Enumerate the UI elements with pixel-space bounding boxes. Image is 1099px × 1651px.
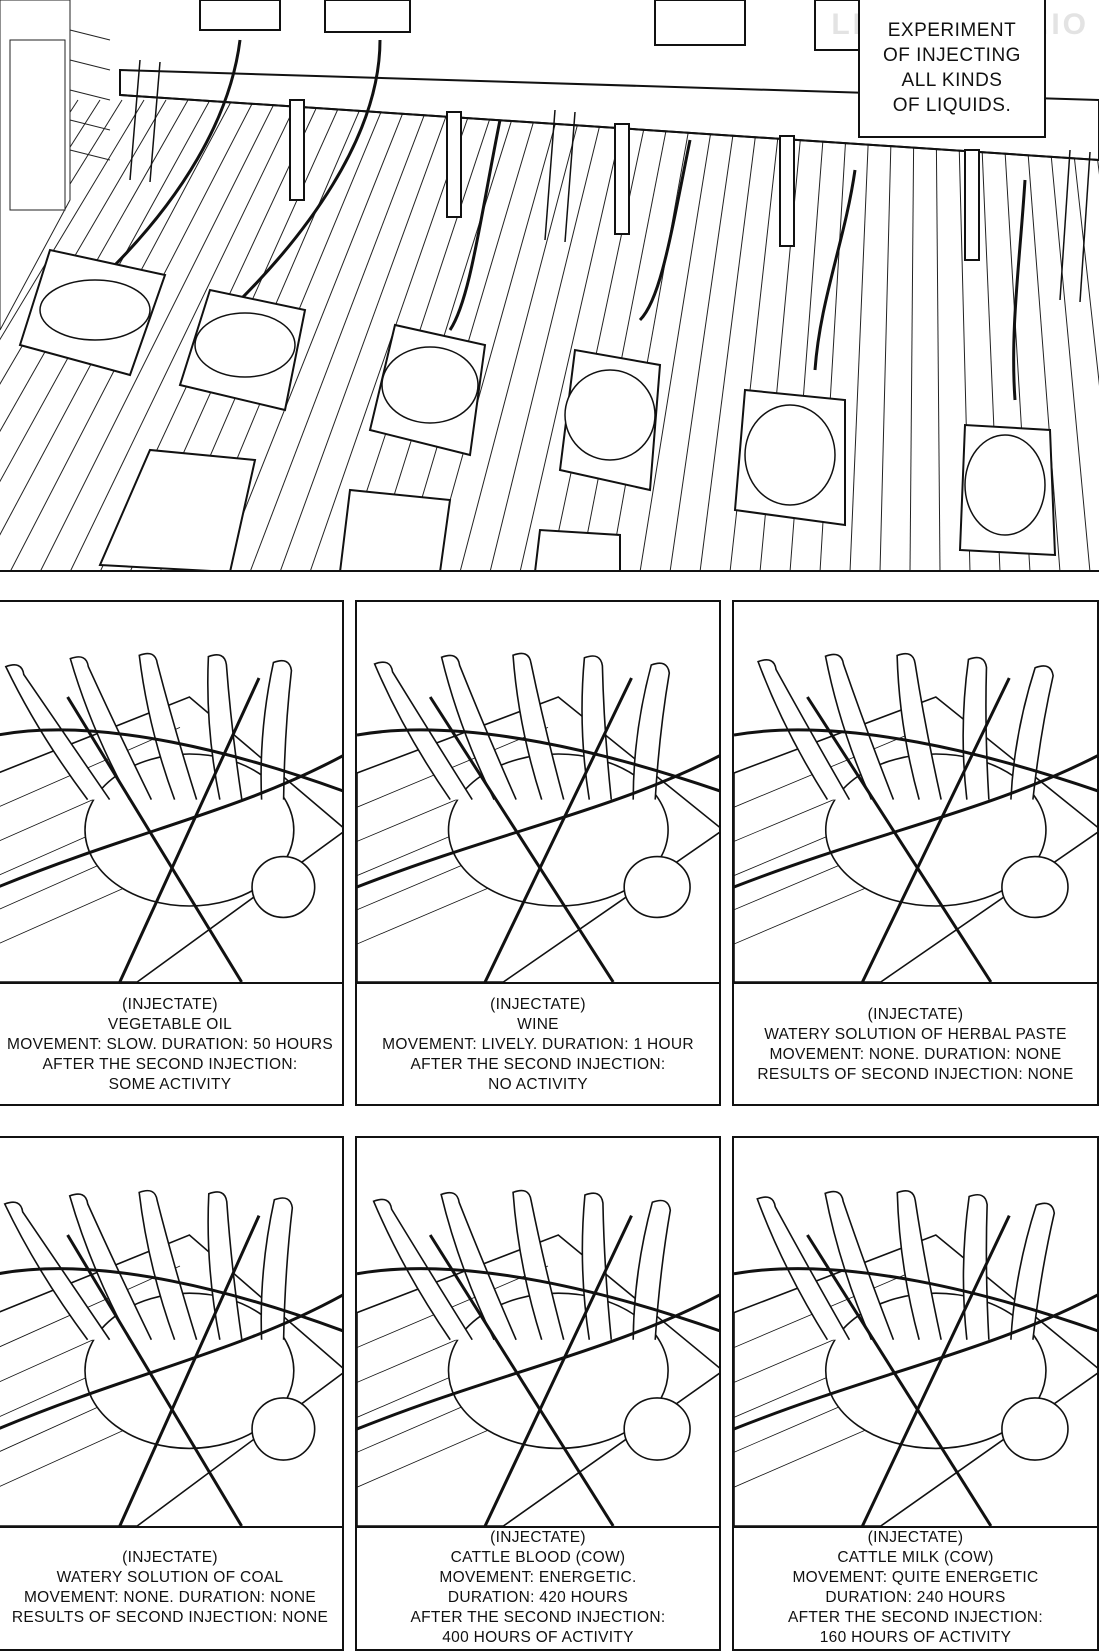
caption-line: (INJECTATE) [490,996,586,1013]
caption-line: DURATION: 240 HOURS [825,1589,1006,1606]
caption-line: EXPERIMENT [887,20,1017,41]
caption-line: CATTLE BLOOD (COW) [450,1549,626,1566]
caption-line: 400 HOURS OF ACTIVITY [442,1629,634,1646]
hand-panel-wine: (INJECTATE) WINE MOVEMENT: LIVELY. DURAT… [355,600,721,1106]
injectate-caption: (INJECTATE) WATERY SOLUTION OF HERBAL PA… [734,984,1097,1104]
caption-line: CATTLE MILK (COW) [837,1549,994,1566]
caption-line: WATERY SOLUTION OF COAL [56,1569,284,1586]
caption-line: MOVEMENT: ENERGETIC. [439,1569,637,1586]
caption-line: MOVEMENT: NONE. DURATION: NONE [769,1046,1062,1063]
caption-line: MOVEMENT: QUITE ENERGETIC [792,1569,1039,1586]
hand-panel-cattle-milk: (INJECTATE) CATTLE MILK (COW) MOVEMENT: … [732,1136,1099,1651]
hand-panel-coal: (INJECTATE) WATERY SOLUTION OF COAL MOVE… [0,1136,344,1651]
panel-divider [357,982,719,984]
injectate-caption: (INJECTATE) CATTLE MILK (COW) MOVEMENT: … [734,1528,1097,1648]
injectate-caption: (INJECTATE) CATTLE BLOOD (COW) MOVEMENT:… [357,1528,719,1648]
caption-line: AFTER THE SECOND INJECTION: [410,1609,666,1626]
caption-line: MOVEMENT: NONE. DURATION: NONE [23,1589,317,1606]
panel-divider [0,1526,342,1528]
caption-line: MOVEMENT: SLOW. DURATION: 50 HOURS [7,1036,333,1053]
caption-line: OF INJECTING [883,45,1021,66]
bound-hand-illustration [0,1189,342,1526]
hand-panel-herbal-paste: (INJECTATE) WATERY SOLUTION OF HERBAL PA… [732,600,1099,1106]
caption-line: AFTER THE SECOND INJECTION: [42,1056,298,1073]
bound-hand-illustration [357,652,719,982]
caption-line: 160 HOURS OF ACTIVITY [819,1629,1012,1646]
caption-line: SOME ACTIVITY [108,1076,232,1093]
lab-floor-panel: LIKEMANGA.IO EXPERIMENT OF INJECTING ALL… [0,0,1099,572]
caption-line: (INJECTATE) [490,1529,586,1546]
panel-divider [734,982,1097,984]
caption-line: (INJECTATE) [867,1529,964,1546]
injectate-caption: (INJECTATE) WINE MOVEMENT: LIVELY. DURAT… [357,984,719,1104]
caption-line: (INJECTATE) [122,1549,218,1566]
caption-line: WINE [517,1016,559,1033]
caption-line: (INJECTATE) [867,1006,964,1023]
bound-hand-illustration [734,1190,1097,1526]
bound-hand-illustration [0,652,342,982]
panel-border [0,570,1099,572]
caption-line: OF LIQUIDS. [892,95,1012,116]
caption-line: ALL KINDS [901,70,1003,91]
narration-caption: EXPERIMENT OF INJECTING ALL KINDS OF LIQ… [858,0,1046,138]
caption-line: NO ACTIVITY [488,1076,588,1093]
caption-line: AFTER THE SECOND INJECTION: [788,1609,1043,1626]
hand-panel-vegetable-oil: (INJECTATE) VEGETABLE OIL MOVEMENT: SLOW… [0,600,344,1106]
caption-line: WATERY SOLUTION OF HERBAL PASTE [764,1026,1067,1043]
lab-floor-illustration [0,0,1099,572]
caption-line: AFTER THE SECOND INJECTION: [410,1056,666,1073]
caption-line: VEGETABLE OIL [107,1016,233,1033]
injectate-caption: (INJECTATE) WATERY SOLUTION OF COAL MOVE… [0,1528,342,1648]
caption-line: MOVEMENT: LIVELY. DURATION: 1 HOUR [382,1036,694,1053]
caption-line: RESULTS OF SECOND INJECTION: NONE [11,1609,329,1626]
caption-line: (INJECTATE) [122,996,218,1013]
bound-hand-illustration [734,652,1097,982]
caption-line: RESULTS OF SECOND INJECTION: NONE [757,1066,1074,1083]
bound-hand-illustration [357,1189,719,1526]
hand-panel-cattle-blood: (INJECTATE) CATTLE BLOOD (COW) MOVEMENT:… [355,1136,721,1651]
panel-divider [357,1526,719,1528]
panel-divider [734,1526,1097,1528]
panel-divider [0,982,342,984]
caption-line: DURATION: 420 HOURS [447,1589,629,1606]
injectate-caption: (INJECTATE) VEGETABLE OIL MOVEMENT: SLOW… [0,984,342,1104]
